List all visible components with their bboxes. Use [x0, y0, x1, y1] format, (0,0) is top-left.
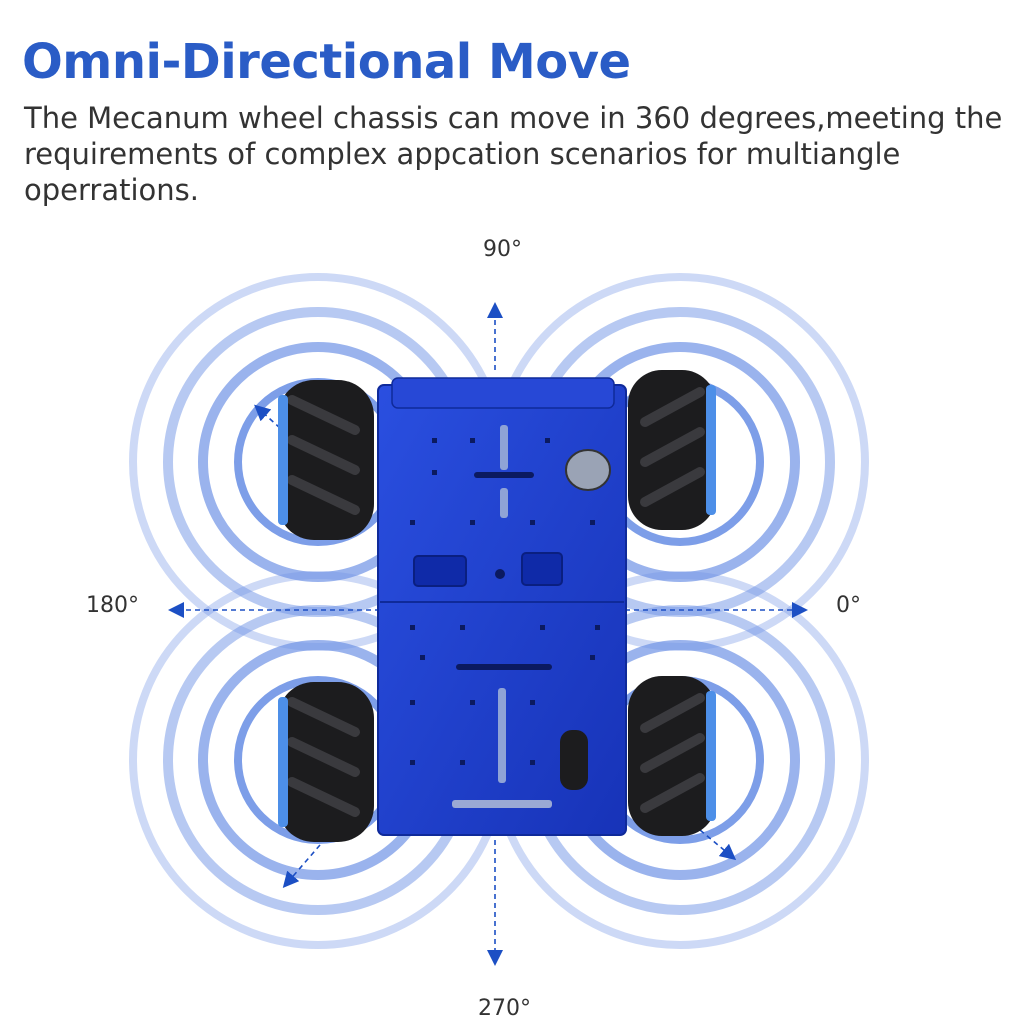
mecanum-wheel-bottom-left: [278, 682, 374, 842]
angle-label-90: 90°: [483, 237, 522, 262]
arrow-diag-top-left: [254, 404, 281, 429]
arrow-diag-bottom-left: [282, 844, 321, 889]
angle-label-180: 180°: [86, 593, 139, 618]
angle-label-0: 0°: [836, 593, 861, 618]
angle-label-270: 270°: [478, 996, 531, 1021]
mecanum-wheel-bottom-right: [628, 676, 716, 836]
mecanum-wheel-top-left: [278, 380, 374, 540]
chassis-body: [377, 377, 627, 836]
headline-description: The Mecanum wheel chassis can move in 36…: [24, 101, 1003, 207]
arrow-diag-bottom-right: [699, 829, 737, 861]
headline-title: Omni-Directional Move: [22, 34, 631, 90]
mecanum-wheel-top-right: [628, 370, 716, 530]
